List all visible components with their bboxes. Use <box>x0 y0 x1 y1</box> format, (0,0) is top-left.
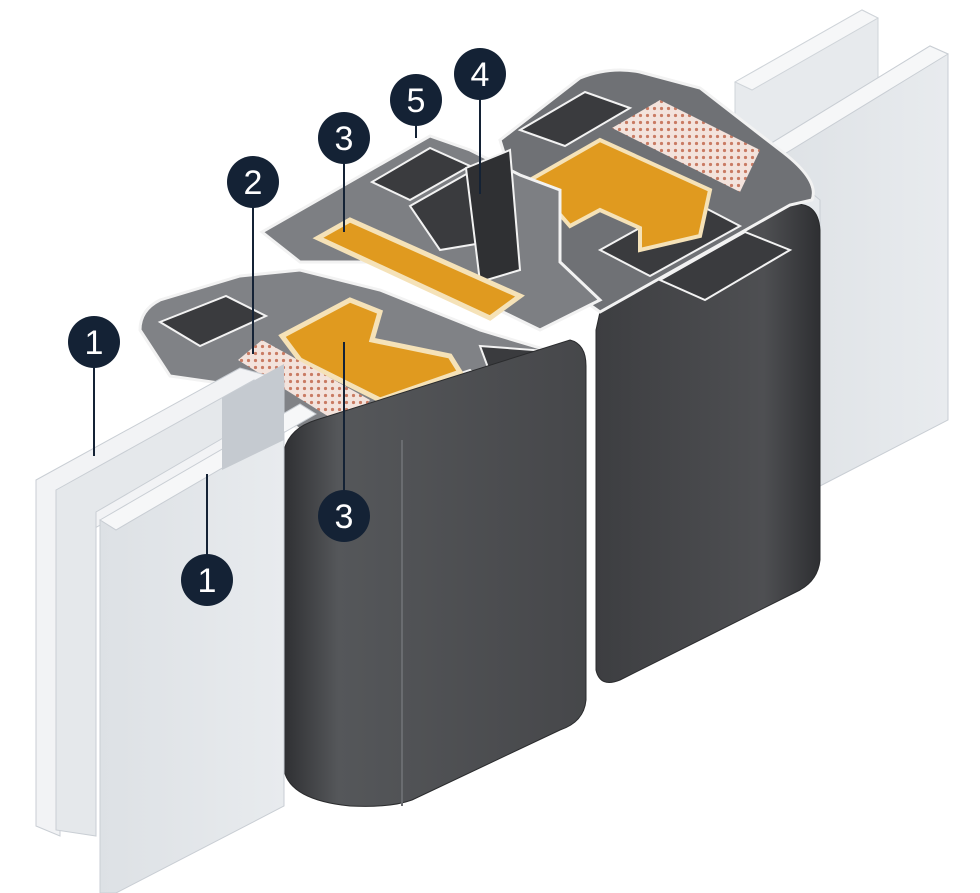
glass-pane-left-outer-face <box>55 379 255 837</box>
glass-panes-left <box>35 364 317 893</box>
sash-right-chamber-a <box>517 90 633 148</box>
callout-2-label: 2 <box>244 164 263 202</box>
callout-2-marker <box>227 156 279 208</box>
glazing-seal-right <box>612 100 760 192</box>
callout-4-marker <box>454 48 506 100</box>
glass-pane-right-back-edge <box>733 9 880 91</box>
callout-1-inner-label: 1 <box>198 562 217 600</box>
callout-1-outer-label: 1 <box>85 324 104 362</box>
callout-5-marker <box>390 74 442 126</box>
callout-1-inner-marker <box>181 554 233 606</box>
sash-profile-right <box>498 68 821 683</box>
sash-left-chamber-a <box>157 294 269 348</box>
callout-1-outer-marker <box>68 316 120 368</box>
callout-3-lower-label: 3 <box>335 498 354 536</box>
callouts: 1 1 2 3 3 4 5 <box>68 48 506 606</box>
callout-4-label: 4 <box>471 56 490 94</box>
callout-5-label: 5 <box>407 82 426 120</box>
sash-right-chamber-c <box>657 230 793 302</box>
glass-gap-shadow <box>222 364 284 470</box>
sash-profile-left <box>138 268 587 807</box>
callout-3-lower-marker <box>318 490 370 542</box>
sash-left-front-face <box>283 339 587 807</box>
glazing-seal-left <box>238 340 370 430</box>
glass-pane-left-inner <box>99 431 285 893</box>
callout-3-upper-marker <box>318 112 370 164</box>
steel-reinforcement-right <box>526 137 713 253</box>
steel-reinforcement-upper <box>312 217 525 321</box>
steel-reinforcement-lower <box>278 297 464 403</box>
sash-right-front-face <box>595 203 821 683</box>
callout-3-upper-label: 3 <box>335 120 354 158</box>
